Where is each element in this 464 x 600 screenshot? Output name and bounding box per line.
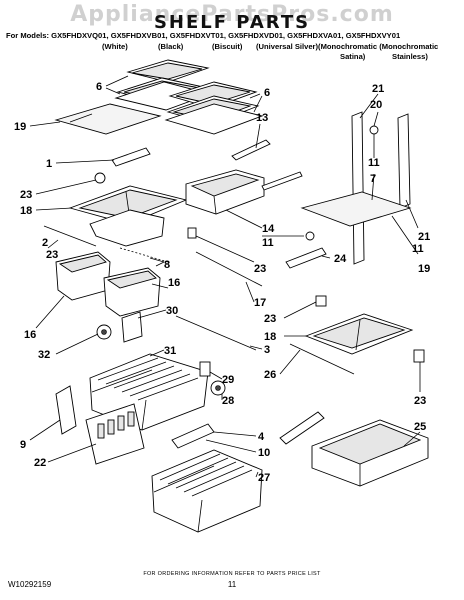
callout-label: 21 [372,83,384,95]
callout-label: 2 [42,237,48,249]
vertical-rail [397,113,411,209]
models-prefix: For Models: [6,31,50,40]
callout-label: 10 [258,447,270,459]
glass-shelf [54,103,162,135]
callout-label: 8 [164,259,170,271]
callout-label: 20 [370,99,382,111]
document-code: W10292159 [8,580,52,589]
callout-label: 29 [222,374,234,386]
ordering-notice: FOR ORDERING INFORMATION REFER TO PARTS … [143,571,321,577]
callout-label: 19 [14,121,26,133]
callout-labels: 6 6 19 13 1 23 18 14 11 23 2 8 16 16 23 … [14,81,430,484]
callout-label: 27 [258,472,270,484]
drawer-stop [199,361,211,377]
callout-label: 16 [24,329,36,341]
callout-label: 14 [262,223,275,235]
shelf-rail [231,139,271,161]
callout-label: 18 [264,331,276,343]
shelf-frame [304,313,414,355]
model-list: For Models: GX5FHDXVQ01, GX5FHDXVB01, GX… [6,31,400,40]
shelf-part [114,59,212,111]
callout-label: 22 [34,457,46,469]
model-variant: (Biscuit) [212,42,243,51]
callout-label: 25 [414,421,426,433]
callout-label: 18 [20,205,32,217]
callout-label: 23 [20,189,32,201]
model-number: GX5FHDXVY01 [345,31,401,40]
drawer-rail [175,315,257,351]
callout-label: 6 [96,81,102,93]
callout-label: 23 [264,313,276,325]
storage-bin [55,251,111,301]
drawer-front [85,403,145,465]
callout-label: 19 [418,263,430,275]
long-rod [195,251,263,287]
deli-drawer [311,419,429,487]
slide-bracket [171,423,215,449]
callout-label: 11 [412,243,424,255]
callout-label: 24 [334,253,347,265]
side-bracket [55,385,77,435]
callout-label: 32 [38,349,50,361]
callout-label: 11 [368,157,380,169]
callout-label: 17 [254,297,266,309]
mount-clip [315,295,327,307]
model-number: GX5FHDXVA01, [287,31,344,40]
callout-label: 7 [370,173,376,185]
vertical-rail [351,111,365,265]
support-rod [289,343,355,375]
model-number: GX5FHDXVB01, [110,31,168,40]
model-number: GX5FHDXVQ01, [51,31,109,40]
drawer-handle [279,411,325,445]
glass-shelf [300,191,412,227]
callout-label: 16 [168,277,180,289]
support-rod [43,225,97,247]
shelf-frame [68,185,188,247]
drawer-bracket [121,311,143,343]
model-variant: Satina) [340,52,366,61]
callout-label: 1 [46,158,52,170]
model-variant: (Universal Silver)(Monochromatic (Monoch… [256,42,439,51]
model-number: GX5FHDXVT01, [169,31,226,40]
callout-label: 21 [418,231,430,243]
mount-clip [413,349,425,363]
callout-label: 4 [258,431,265,443]
spacer-strip [119,247,169,263]
callout-label: 6 [264,87,270,99]
callout-label: 28 [222,395,234,407]
model-variant: (Black) [158,42,184,51]
model-variant: (White) [102,42,128,51]
shelf-part [164,81,264,135]
shelf-knob [94,172,106,184]
callout-label: 23 [46,249,58,261]
screw [305,231,315,241]
watermark: AppliancePartsPros.com [70,2,394,27]
callout-label: 11 [262,237,274,249]
page-number: 11 [227,580,237,589]
callout-label: 9 [20,439,26,451]
storage-bin [103,267,161,317]
shelf-rail [285,247,327,269]
mount-clip [187,227,197,239]
page-title: SHELF PARTS [153,12,311,33]
callout-label: 31 [164,345,176,357]
model-variant: Stainless) [392,52,428,61]
callout-label: 13 [256,112,268,124]
callout-label: 26 [264,369,276,381]
leader-lines [29,75,421,478]
shelf-bracket [111,147,151,167]
callout-label: 30 [166,305,178,317]
callout-label: 3 [264,344,270,356]
slide-rail [261,171,303,191]
model-number: GX5FHDXVD01, [228,31,286,40]
wire-basket [151,449,263,533]
screw [369,125,379,135]
callout-label: 23 [414,395,426,407]
callout-label: 23 [254,263,266,275]
crisper-drawer [185,169,265,215]
